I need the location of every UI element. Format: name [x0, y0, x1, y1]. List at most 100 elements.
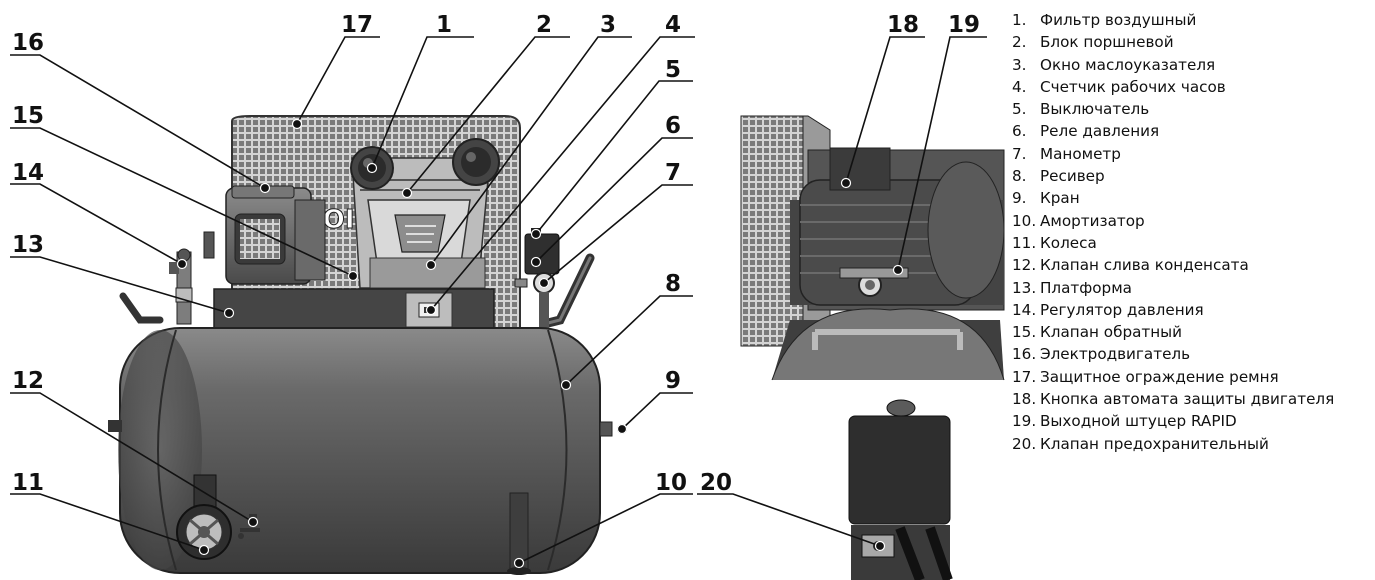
- legend-item-number: 3.: [1012, 55, 1027, 74]
- callout-18: 18: [887, 12, 919, 38]
- legend-item: 15.Клапан обратный: [1012, 321, 1372, 343]
- callout-7: 7: [665, 160, 681, 186]
- leader-20: [697, 493, 881, 547]
- legend-item: 7. Манометр: [1012, 143, 1372, 165]
- legend-item: 19.Выходной штуцер RAPID: [1012, 410, 1372, 432]
- legend-item-number: 10.: [1012, 211, 1037, 230]
- safety-valve-photo: [848, 399, 953, 580]
- leader-14: [10, 183, 183, 265]
- callout-17: 17: [341, 12, 373, 38]
- leader-3: [430, 36, 632, 266]
- legend-item: 18.Кнопка автомата защиты двигателя: [1012, 388, 1372, 410]
- legend-item: 20.Клапан предохранительный: [1012, 433, 1372, 455]
- callout-20: 20: [700, 470, 732, 496]
- callout-19: 19: [948, 12, 980, 38]
- callout-13: 13: [12, 232, 44, 258]
- legend-item: 4. Счетчик рабочих часов: [1012, 76, 1372, 98]
- leader-17: [296, 36, 380, 125]
- legend-item: 17.Защитное ограждение ремня: [1012, 366, 1372, 388]
- legend-item: 6.Реле давления: [1012, 120, 1372, 142]
- legend-item-number: 18.: [1012, 390, 1037, 409]
- leader-7: [543, 184, 693, 284]
- legend-item: 8. Ресивер: [1012, 165, 1372, 187]
- leader-16: [10, 54, 266, 189]
- main-compressor-illustration: TOIR: [108, 115, 627, 575]
- callout-16: 16: [12, 30, 44, 56]
- legend-item-label: Платформа: [1040, 278, 1132, 297]
- legend-item-number: 2.: [1012, 33, 1027, 52]
- legend-item-label: Блок поршневой: [1040, 33, 1174, 52]
- legend-item-number: 15.: [1012, 323, 1037, 342]
- legend-item-number: 17.: [1012, 367, 1037, 386]
- legend-item: 3. Окно маслоуказателя: [1012, 54, 1372, 76]
- legend-item-label: Ресивер: [1040, 167, 1105, 186]
- handle-left: [119, 292, 164, 324]
- parts-legend: 1.Фильтр воздушный 2. Блок поршневой 3. Ок…: [1012, 9, 1372, 455]
- leader-10: [518, 493, 693, 564]
- legend-item-label: Кнопка автомата защиты двигателя: [1040, 390, 1335, 409]
- callout-3: 3: [600, 12, 616, 38]
- legend-item-number: 12.: [1012, 256, 1037, 275]
- leader-lines: [10, 36, 987, 564]
- legend-item-number: 13.: [1012, 278, 1037, 297]
- legend-item-number: 16.: [1012, 345, 1037, 364]
- legend-item-number: 4.: [1012, 77, 1027, 96]
- legend-item-label: Клапан слива конденсата: [1040, 256, 1249, 275]
- leader-12: [10, 392, 254, 523]
- callout-12: 12: [12, 368, 44, 394]
- leader-8: [565, 295, 693, 386]
- callout-11: 11: [12, 470, 44, 496]
- leader-15: [10, 127, 354, 277]
- callout-10: 10: [655, 470, 687, 496]
- legend-item: 5.Выключатель: [1012, 98, 1372, 120]
- leader-5: [535, 80, 693, 235]
- legend-item-label: Выключатель: [1040, 100, 1150, 119]
- legend-item-label: Окно маслоуказателя: [1040, 55, 1216, 74]
- callout-14: 14: [12, 160, 44, 186]
- legend-item-number: 11.: [1012, 233, 1037, 252]
- legend-item-number: 20.: [1012, 434, 1037, 453]
- leader-2: [406, 36, 570, 194]
- pressure-switch: [514, 228, 560, 332]
- legend-item-label: Выходной штуцер RAPID: [1040, 412, 1237, 431]
- legend-item: 10.Амортизатор: [1012, 210, 1372, 232]
- callout-9: 9: [665, 368, 681, 394]
- legend-item-label: Манометр: [1040, 144, 1121, 163]
- leader-19: [897, 36, 987, 271]
- legend-item-number: 8.: [1012, 167, 1027, 186]
- leader-9: [621, 392, 693, 430]
- legend-item-number: 19.: [1012, 412, 1037, 431]
- legend-item-number: 6.: [1012, 122, 1027, 141]
- callout-numbers: 1 2 3 4 5 6 7 8 9 10 11 12 13 14 15 16 1…: [12, 12, 980, 496]
- leader-1: [371, 36, 474, 169]
- callout-15: 15: [12, 103, 44, 129]
- legend-item-number: 1.: [1012, 11, 1027, 29]
- callout-5: 5: [665, 57, 681, 83]
- legend-item: 13.Платформа: [1012, 277, 1372, 299]
- legend-item-label: Кран: [1040, 189, 1080, 208]
- legend-item: 9. Кран: [1012, 187, 1372, 209]
- legend-item-label: Колеса: [1040, 233, 1097, 252]
- legend-item-label: Электродвигатель: [1040, 345, 1191, 364]
- legend-item: 11.Колеса: [1012, 232, 1372, 254]
- receiver-tank: [108, 327, 601, 574]
- legend-item: 1.Фильтр воздушный: [1012, 9, 1372, 31]
- side-view-photo: [740, 115, 1005, 381]
- legend-item-number: 7.: [1012, 144, 1027, 163]
- legend-item: 16.Электродвигатель: [1012, 343, 1372, 365]
- legend-item-label: Защитное ограждение ремня: [1040, 367, 1279, 386]
- legend-item-label: Регулятор давления: [1040, 300, 1204, 319]
- leader-6: [535, 137, 693, 263]
- legend-item-number: 9.: [1012, 189, 1027, 208]
- leader-dots: [176, 118, 904, 569]
- leader-18: [845, 36, 925, 184]
- legend-item: 2. Блок поршневой: [1012, 31, 1372, 53]
- leader-4: [430, 36, 695, 311]
- leader-13: [10, 256, 230, 314]
- legend-item: 12.Клапан слива конденсата: [1012, 254, 1372, 276]
- legend-item-label: Амортизатор: [1040, 211, 1145, 230]
- callout-4: 4: [665, 12, 681, 38]
- legend-item-label: Счетчик рабочих часов: [1040, 77, 1226, 96]
- callout-1: 1: [436, 12, 452, 38]
